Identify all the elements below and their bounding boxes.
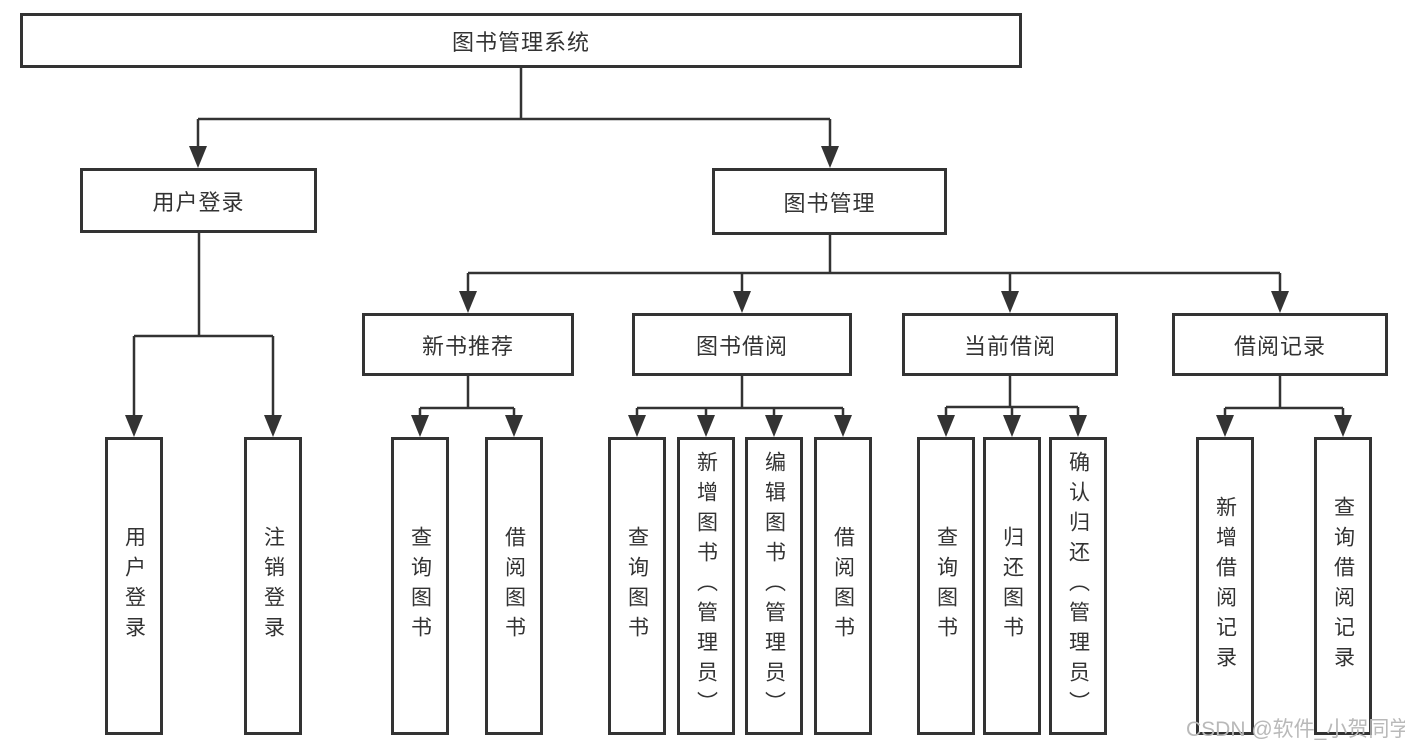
- node-system-root: 图书管理系统: [20, 13, 1022, 68]
- leaf-borrow-book: 借阅图书: [814, 437, 872, 735]
- leaf-borrow-book-recommend: 借阅图书: [485, 437, 543, 735]
- leaf-query-book: 查询图书: [608, 437, 666, 735]
- csdn-watermark: CSDN @软件_小贺同学: [1186, 718, 1405, 741]
- node-borrow-record: 借阅记录: [1172, 313, 1388, 376]
- leaf-logout: 注销登录: [244, 437, 302, 735]
- leaf-query-borrow-record: 查询借阅记录: [1314, 437, 1372, 735]
- leaf-query-book-recommend: 查询图书: [391, 437, 449, 735]
- leaf-add-book-admin: 新增图书（管理员）: [677, 437, 735, 735]
- arrowheads: [125, 146, 1352, 437]
- node-book-borrow: 图书借阅: [632, 313, 852, 376]
- leaf-user-login: 用户登录: [105, 437, 163, 735]
- leaf-query-book-current: 查询图书: [917, 437, 975, 735]
- node-book-management-branch: 图书管理: [712, 168, 947, 235]
- leaf-confirm-return-admin: 确认归还（管理员）: [1049, 437, 1107, 735]
- leaf-return-book: 归还图书: [983, 437, 1041, 735]
- node-current-borrow: 当前借阅: [902, 313, 1118, 376]
- node-new-book-recommend: 新书推荐: [362, 313, 574, 376]
- leaf-add-borrow-record: 新增借阅记录: [1196, 437, 1254, 735]
- node-user-login-branch: 用户登录: [80, 168, 317, 233]
- leaf-edit-book-admin: 编辑图书（管理员）: [745, 437, 803, 735]
